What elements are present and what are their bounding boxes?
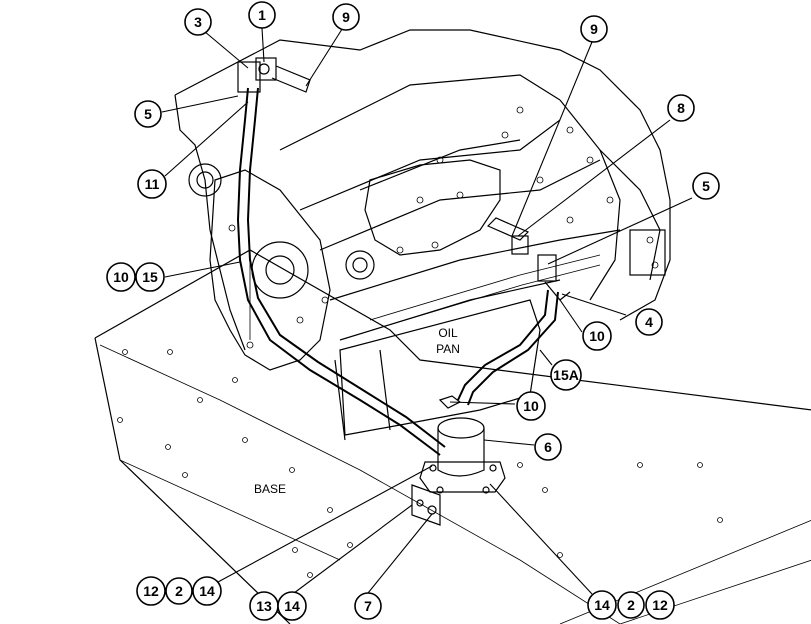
callout-10-left: 10 [106, 262, 136, 292]
svg-text:10: 10 [589, 328, 605, 344]
callout-9-left: 9 [332, 3, 360, 31]
svg-text:5: 5 [702, 178, 710, 194]
callout-1: 1 [248, 1, 276, 29]
callout-3: 3 [184, 8, 212, 36]
svg-text:7: 7 [364, 598, 372, 614]
callout-2-right: 2 [617, 591, 645, 619]
oil-label: OIL [438, 326, 458, 340]
callout-14-mid: 14 [277, 591, 307, 621]
oil-line-15A [457, 289, 559, 406]
svg-text:12: 12 [652, 597, 668, 613]
callout-13: 13 [249, 591, 279, 621]
callout-12-right: 12 [645, 590, 675, 620]
callout-9-right: 9 [580, 15, 608, 43]
engine-block [174, 29, 671, 441]
callout-6: 6 [534, 433, 562, 461]
svg-text:15A: 15A [553, 367, 579, 383]
right-fittings [486, 217, 571, 301]
oil-filter [419, 395, 506, 494]
oil-line-15 [236, 87, 446, 456]
svg-text:6: 6 [544, 439, 552, 455]
base-label: BASE [254, 482, 286, 496]
svg-text:2: 2 [175, 583, 183, 599]
pan-label: PAN [436, 342, 460, 356]
callout-2-left: 2 [165, 577, 193, 605]
callout-10-filter: 10 [516, 391, 546, 421]
svg-text:11: 11 [145, 176, 160, 192]
svg-text:13: 13 [256, 598, 272, 614]
callout-15A: 15A [550, 359, 582, 391]
callouts: 1 3 9 5 11 10 15 9 [106, 1, 720, 621]
svg-text:9: 9 [590, 21, 598, 37]
top-fittings [237, 57, 311, 93]
callout-10-right: 10 [582, 321, 612, 351]
svg-text:8: 8 [677, 100, 685, 116]
leader-lines [161, 25, 693, 597]
callout-5-left: 5 [134, 100, 162, 128]
svg-text:12: 12 [143, 583, 159, 599]
svg-text:5: 5 [144, 106, 152, 122]
svg-text:14: 14 [199, 583, 215, 599]
svg-text:2: 2 [627, 597, 635, 613]
callout-4: 4 [635, 308, 663, 336]
callout-12-left: 12 [136, 576, 166, 606]
svg-text:10: 10 [113, 269, 129, 285]
svg-text:4: 4 [645, 314, 653, 330]
callout-15: 15 [135, 262, 165, 292]
svg-text:10: 10 [523, 398, 539, 414]
svg-text:3: 3 [194, 14, 202, 30]
callout-11: 11 [137, 169, 167, 199]
callout-14-left: 14 [192, 576, 222, 606]
svg-text:15: 15 [142, 269, 158, 285]
svg-text:1: 1 [258, 7, 266, 23]
svg-text:9: 9 [342, 9, 350, 25]
svg-text:14: 14 [594, 597, 610, 613]
mounting-bracket [411, 484, 441, 526]
callout-8: 8 [667, 94, 695, 122]
svg-text:14: 14 [284, 598, 300, 614]
callout-5-right: 5 [692, 172, 720, 200]
callout-7: 7 [354, 592, 382, 620]
callout-14-right: 14 [587, 590, 617, 620]
